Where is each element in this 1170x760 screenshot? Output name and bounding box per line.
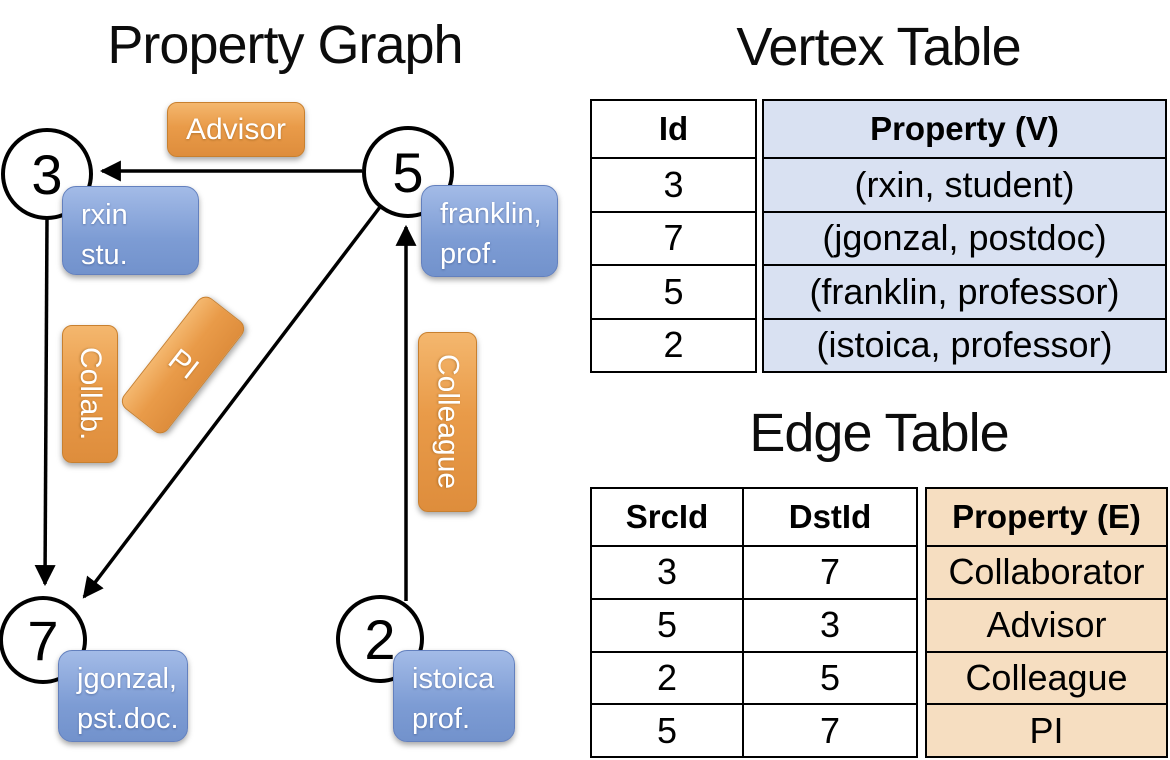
vertex-property-cell: (franklin, professor)	[809, 270, 1120, 312]
edge-property-cell: PI	[1029, 709, 1064, 751]
vertex-property-cell: (istoica, professor)	[816, 324, 1113, 366]
edge-dst-cell: 7	[742, 705, 916, 756]
edge-label-colleague-text: Colleague	[431, 354, 465, 490]
vertex-property-cell: (jgonzal, postdoc)	[822, 217, 1107, 259]
edge-dst-cell: 7	[742, 547, 916, 598]
edge-label-advisor: Advisor	[167, 102, 305, 157]
node-3-property-box: rxin stu.	[62, 186, 199, 275]
table-row: Collaborator	[927, 545, 1166, 598]
table-row: (rxin, student)	[764, 157, 1165, 211]
table-row: 2	[592, 317, 755, 372]
graph-node-5: 5	[362, 126, 454, 218]
vertex-id-cell: 7	[663, 217, 684, 259]
node-2-property-box: istoica prof.	[393, 650, 515, 742]
node-2-property-line1: istoica	[412, 663, 495, 695]
table-row: 5 3	[592, 597, 916, 651]
table-row: 2 5	[592, 650, 916, 704]
graph-node-7-id: 7	[27, 608, 59, 672]
table-row: 3	[592, 157, 755, 211]
node-2-property-line2: prof.	[412, 703, 471, 736]
edge-col-src-header: SrcId	[625, 498, 709, 535]
vertex-table-title-wrap: Vertex Table	[590, 16, 1167, 78]
node-7-property-line1: jgonzal,	[77, 663, 177, 695]
vertex-id-cell: 3	[663, 163, 684, 205]
graph-node-2-id: 2	[364, 607, 396, 671]
graph-node-5-id: 5	[392, 140, 424, 204]
edge-table-title: Edge Table	[749, 403, 1009, 463]
edge-src-cell: 3	[656, 551, 678, 593]
node-3-property-line2: stu.	[81, 239, 128, 272]
edge-property-cell: Collaborator	[948, 551, 1145, 593]
table-row: Advisor	[927, 597, 1166, 651]
vertex-col-property-header: Property (V)	[870, 110, 1059, 147]
node-5-property-line2: prof.	[440, 238, 499, 271]
vertex-table-id-column: Id 3 7 5 2	[590, 99, 757, 373]
table-row: (franklin, professor)	[764, 264, 1165, 318]
edge-collab-arrow	[34, 217, 56, 587]
table-row: 7	[592, 210, 755, 265]
table-row: Colleague	[927, 650, 1166, 704]
table-row: (istoica, professor)	[764, 317, 1165, 372]
table-row: 5 7	[592, 703, 916, 756]
property-graph-panel-title-wrap: Property Graph	[0, 14, 570, 76]
graph-edges-layer	[34, 160, 417, 601]
graph-node-2: 2	[336, 595, 424, 683]
table-row: (jgonzal, postdoc)	[764, 210, 1165, 265]
edge-table-title-wrap: Edge Table	[590, 402, 1168, 464]
edge-col-property-header: Property (E)	[952, 498, 1141, 535]
edge-dst-cell: 5	[742, 652, 916, 704]
edge-property-cell: Advisor	[986, 604, 1107, 646]
edge-dst-cell: 3	[742, 599, 916, 651]
vertex-col-id-header: Id	[658, 110, 689, 147]
table-row: PI	[927, 703, 1166, 756]
node-7-property-box: jgonzal, pst.doc.	[58, 650, 188, 742]
edge-label-collab: Collab.	[62, 325, 118, 463]
graph-node-3-id: 3	[31, 142, 63, 206]
node-5-property-box: franklin, prof.	[421, 185, 558, 277]
edge-property-cell: Colleague	[965, 656, 1128, 698]
vertex-id-cell: 5	[663, 270, 684, 312]
edge-table-id-columns: SrcId DstId 3 7 5 3 2 5 5 7	[590, 487, 918, 758]
table-row: 3 7	[592, 545, 916, 598]
vertex-table-property-column: Property (V) (rxin, student) (jgonzal, p…	[762, 99, 1167, 373]
edge-label-pi-text: PI	[161, 342, 205, 387]
edge-label-colleague: Colleague	[418, 332, 477, 512]
table-row: 5	[592, 264, 755, 318]
node-3-property-line1: rxin	[81, 199, 128, 231]
vertex-property-cell: (rxin, student)	[854, 163, 1075, 205]
edge-table-property-column: Property (E) Collaborator Advisor Collea…	[925, 487, 1168, 758]
edge-src-cell: 5	[656, 709, 678, 751]
vertex-table-title: Vertex Table	[736, 17, 1021, 77]
edge-src-cell: 5	[656, 604, 678, 646]
edge-src-cell: 2	[656, 656, 678, 698]
graph-title: Property Graph	[107, 15, 463, 75]
edge-label-collab-text: Collab.	[74, 347, 107, 441]
edge-pi-arrow	[82, 205, 382, 599]
node-7-property-line2: pst.doc.	[77, 703, 179, 736]
edge-col-dst-header: DstId	[742, 489, 916, 545]
node-5-property-line1: franklin,	[440, 198, 542, 230]
vertex-id-cell: 2	[663, 324, 684, 366]
edge-label-advisor-text: Advisor	[185, 112, 287, 146]
